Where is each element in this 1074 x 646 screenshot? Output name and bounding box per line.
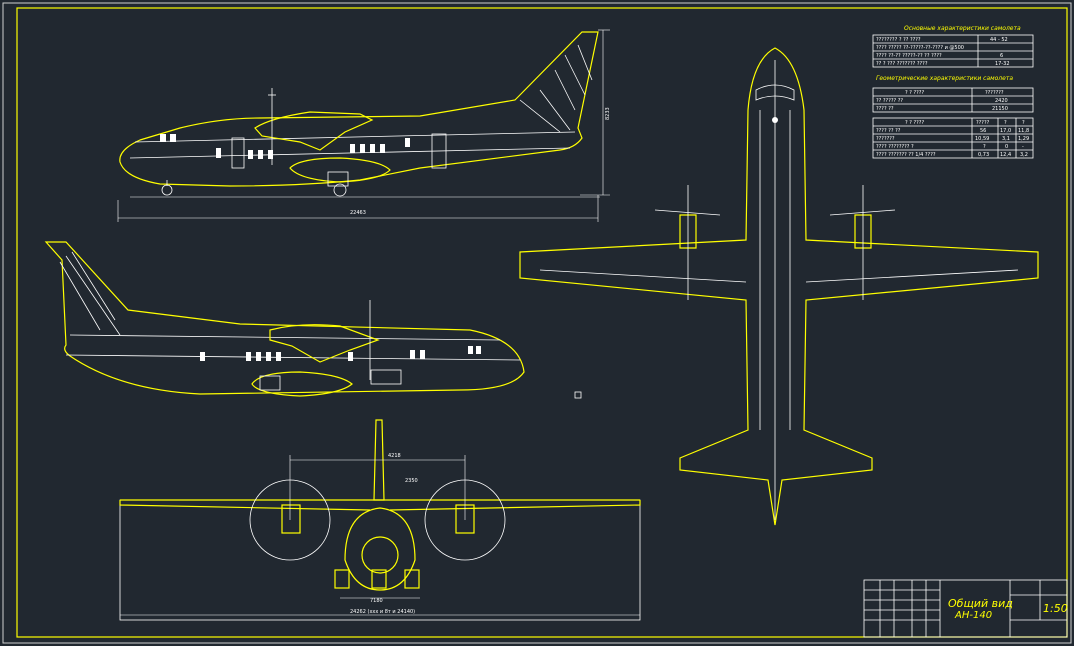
geom2-row-3-c3: 3,2 bbox=[1020, 152, 1028, 158]
geom2-row-2-label: ???? ???????? ? bbox=[876, 144, 914, 150]
geom1-header-1: ??????? bbox=[985, 90, 1004, 96]
geom2-header-3: ? bbox=[1022, 120, 1025, 126]
geom1-header-0: ? ? ???? bbox=[905, 90, 924, 96]
geom2-row-3-c2: 12,4 bbox=[1000, 152, 1011, 158]
geom2-row-0-c3: 11,8 bbox=[1018, 128, 1029, 134]
main-row-2-label: ???? ??-?? ?????-?? ?? ???? bbox=[876, 53, 942, 59]
title-geom-text: Геометрические характеристики самолета bbox=[876, 75, 1013, 82]
side-height-dim: 8233 bbox=[605, 107, 611, 120]
geom2-row-0-label: ???? ?? ?? bbox=[876, 128, 901, 134]
main-row-0-label: ???????? ? ?? ???? bbox=[876, 37, 921, 43]
geom1-row-1-value: 21150 bbox=[992, 106, 1008, 112]
geom2-row-0-c2: 17,0 bbox=[1000, 128, 1011, 134]
geom1-row-1-label: ???? ?? bbox=[876, 106, 894, 112]
geom2-row-0-c1: 56 bbox=[980, 128, 986, 134]
geom2-row-1-c1: 10,59 bbox=[975, 136, 989, 142]
front-view: 4218 2350 7180 24262 (ххх и 8т и 24140) bbox=[119, 419, 641, 621]
main-row-1-label: ???? ????? ??-?????-??-???? и @500 bbox=[876, 45, 964, 51]
front-span-dim: 24262 (ххх и 8т и 24140) bbox=[350, 609, 415, 615]
main-row-2-value: 6 bbox=[1000, 53, 1003, 59]
geom2-row-1-c3: 1,29 bbox=[1018, 136, 1029, 142]
drawing-frame bbox=[16, 7, 1068, 638]
geom2-row-3-c1: 0,73 bbox=[978, 152, 989, 158]
stamp-title-line2: АН-140 bbox=[954, 610, 992, 621]
geom2-header-0: ? ? ???? bbox=[905, 120, 924, 126]
front-track-dim: 7180 bbox=[370, 598, 383, 604]
front-prop-dim: 4218 bbox=[388, 453, 401, 459]
geom2-row-2-c2: 0 bbox=[1005, 144, 1008, 150]
title-block: Общий вид АН-140 1:50 bbox=[863, 579, 1068, 638]
stamp-scale: 1:50 bbox=[1043, 602, 1068, 615]
geom2-row-2-c3: - bbox=[1022, 144, 1024, 150]
geom2-row-1-label: ??????? bbox=[876, 136, 895, 142]
geom2-row-2-c1: ? bbox=[983, 144, 986, 150]
side-length-dim: 22463 bbox=[350, 210, 366, 216]
geom2-header-1: ????? bbox=[976, 120, 990, 126]
geom-table-2: ? ? ???? ????? ? ? ???? ?? ?? 56 17,0 11… bbox=[872, 117, 1034, 159]
geom1-row-0-label: ?? ????? ?? bbox=[876, 98, 903, 104]
geom-table-1: ? ? ???? ??????? ?? ????? ?? 2420 ???? ?… bbox=[872, 87, 1034, 113]
main-table: ???????? ? ?? ???? 44 - 52 ???? ????? ??… bbox=[872, 34, 1034, 68]
geom1-row-0-value: 2420 bbox=[995, 98, 1008, 104]
side-view-upper: 22463 8233 bbox=[117, 29, 611, 222]
svg-text:Геометрические характеристики: Геометрические характеристики самолета bbox=[876, 75, 1013, 82]
geom2-header-2: ? bbox=[1004, 120, 1007, 126]
side-view-lower bbox=[44, 241, 582, 399]
main-row-3-label: ?? ? ??? ??????? ???? bbox=[876, 61, 928, 67]
svg-text:Основные характеристики самоле: Основные характеристики самолета bbox=[904, 25, 1021, 32]
title-main-text: Основные характеристики самолета bbox=[904, 25, 1021, 32]
front-nose-dim: 2350 bbox=[405, 478, 418, 484]
main-row-0-value: 44 - 52 bbox=[990, 37, 1008, 43]
main-row-3-value: 17-32 bbox=[995, 61, 1010, 67]
stamp-title-line1: Общий вид bbox=[948, 597, 1013, 610]
top-view bbox=[519, 47, 1039, 526]
geom2-row-1-c2: 3,1 bbox=[1002, 136, 1010, 142]
geom2-row-3-label: ???? ??????? ?? 1/4 ???? bbox=[876, 152, 936, 158]
